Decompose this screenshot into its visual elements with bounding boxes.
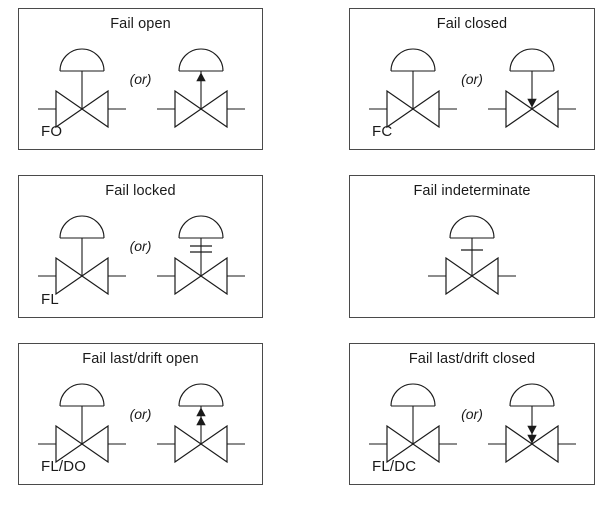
valve-symbol	[157, 383, 245, 464]
actuator-dome-icon	[178, 48, 224, 72]
or-separator-label: (or)	[129, 238, 152, 254]
panel-title: Fail indeterminate	[413, 183, 531, 199]
valve-body-icon	[174, 424, 228, 464]
valve-body-icon	[174, 256, 228, 296]
valve-symbol	[38, 48, 126, 129]
panel-fail-locked: Fail locked (or) FL	[18, 175, 263, 318]
or-separator-label: (or)	[461, 71, 483, 87]
valve-body-icon	[55, 256, 109, 296]
valve-symbol	[38, 383, 126, 464]
symbol-row: (or)	[350, 374, 594, 466]
actuator-dome-icon	[59, 48, 105, 72]
actuator-dome-icon	[59, 383, 105, 407]
valve-symbol-variant	[146, 206, 256, 298]
panel-title: Fail open	[110, 16, 171, 32]
actuator-dome-icon	[509, 48, 555, 72]
arrow-up-icon	[196, 72, 206, 82]
panel-title: Fail locked	[105, 183, 176, 199]
panel-fail-open: Fail open (or) FO	[18, 8, 263, 150]
valve-symbol-variant	[146, 39, 256, 131]
panel-fail-closed: Fail closed (or) FC	[349, 8, 595, 150]
valve-body-icon	[445, 256, 499, 296]
valve-body-icon	[386, 89, 440, 129]
arrow-up-icon-upper	[196, 407, 206, 417]
valve-symbol-variant	[417, 206, 527, 298]
valve-symbol-variant	[27, 374, 137, 466]
symbol-row: (or)	[19, 206, 262, 298]
arrow-down-icon-lower	[527, 434, 537, 444]
valve-body-icon	[174, 89, 228, 129]
or-separator-label: (or)	[461, 406, 483, 422]
valve-body-icon	[55, 89, 109, 129]
failure-mode-abbreviation: FL/DO	[41, 458, 87, 475]
symbol-row: (or)	[19, 374, 262, 466]
valve-symbol	[369, 383, 457, 464]
panel-title: Fail last/drift closed	[408, 351, 536, 367]
panel-fail-last-drift-closed: Fail last/drift closed (or) FL/DC	[349, 343, 595, 485]
arrow-down-icon	[527, 98, 537, 108]
or-separator-label: (or)	[129, 406, 152, 422]
failure-mode-abbreviation: FO	[41, 123, 63, 140]
actuator-dome-icon	[449, 215, 495, 239]
symbol-row: (or)	[19, 39, 262, 131]
failure-mode-abbreviation: FC	[372, 123, 393, 140]
failure-mode-abbreviation: FL	[41, 291, 59, 308]
valve-symbol-variant	[477, 39, 587, 131]
actuator-dome-icon	[59, 215, 105, 239]
valve-symbol-variant	[146, 374, 256, 466]
valve-symbol-variant	[27, 39, 137, 131]
valve-symbol	[369, 48, 457, 129]
valve-body-icon	[505, 89, 559, 129]
panel-title: Fail closed	[436, 16, 508, 32]
valve-symbol-variant	[358, 39, 468, 131]
symbol-row: (or)	[350, 39, 594, 131]
actuator-dome-icon	[178, 383, 224, 407]
valve-symbol	[157, 215, 245, 296]
actuator-dome-icon	[178, 215, 224, 239]
actuator-dome-icon	[509, 383, 555, 407]
actuator-dome-icon	[390, 48, 436, 72]
valve-body-icon	[55, 424, 109, 464]
valve-symbol-variant	[358, 374, 468, 466]
panel-title: Fail last/drift open	[82, 351, 199, 367]
valve-symbol-variant	[27, 206, 137, 298]
valve-body-icon	[505, 424, 559, 464]
valve-symbol	[157, 48, 245, 129]
valve-symbol	[488, 48, 576, 129]
valve-symbol	[488, 383, 576, 464]
valve-body-icon	[386, 424, 440, 464]
valve-symbol	[38, 215, 126, 296]
arrow-down-icon-upper	[527, 425, 537, 435]
symbol-row	[350, 206, 594, 298]
valve-symbol	[428, 215, 516, 296]
valve-symbol-variant	[477, 374, 587, 466]
panel-fail-last-drift-open: Fail last/drift open (or) FL/DO	[18, 343, 263, 485]
or-separator-label: (or)	[129, 71, 152, 87]
failure-mode-abbreviation: FL/DC	[372, 458, 417, 475]
panel-fail-indeterminate: Fail indeterminate	[349, 175, 595, 318]
actuator-dome-icon	[390, 383, 436, 407]
arrow-up-icon-lower	[196, 416, 206, 426]
